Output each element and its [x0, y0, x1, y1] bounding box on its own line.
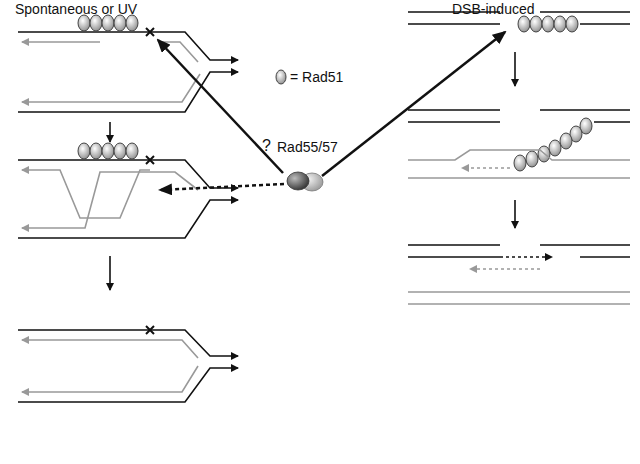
panel-title: DSB-induced — [452, 2, 535, 16]
left-panel — [18, 32, 238, 402]
question-mark: ? — [262, 138, 271, 154]
protein-label: Rad55/57 — [277, 140, 338, 154]
rad51-filament — [78, 15, 592, 171]
panel-title: Spontaneous or UV — [15, 2, 137, 16]
lesion-mark — [146, 28, 154, 334]
legend-text: = Rad51 — [290, 70, 343, 84]
rad55-57-complex — [287, 172, 323, 191]
action-arrow — [158, 32, 505, 190]
right-panel — [408, 12, 630, 304]
